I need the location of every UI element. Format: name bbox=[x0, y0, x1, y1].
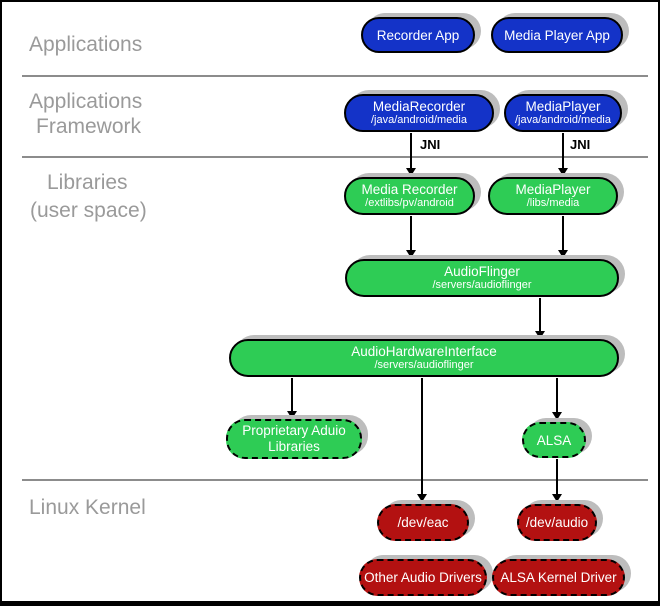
divider-applications-framework bbox=[22, 75, 648, 77]
node-path: /servers/audioflinger bbox=[432, 279, 532, 291]
node-audio-hardware-interface: AudioHardwareInterface /servers/audiofli… bbox=[229, 339, 619, 377]
node-proprietary-audio-libraries: Proprietary Aduio Libraries bbox=[226, 419, 362, 459]
arrow-ahi-to-proprietary bbox=[286, 378, 298, 419]
layer-label-applications: Applications bbox=[29, 33, 143, 56]
jni-label-left: JNI bbox=[420, 137, 441, 152]
arrow-ahi-to-dev-eac bbox=[416, 378, 428, 502]
node-path: /java/android/media bbox=[514, 114, 611, 126]
layer-label-libraries-line1: Libraries bbox=[47, 171, 128, 194]
node-recorder-app: Recorder App bbox=[361, 17, 475, 53]
node-alsa: ALSA bbox=[522, 422, 586, 458]
node-dev-audio: /dev/audio bbox=[517, 504, 597, 541]
node-label: MediaRecorder bbox=[372, 99, 466, 114]
arrow-alsa-to-dev-audio bbox=[551, 459, 563, 502]
node-media-recorder-library: Media Recorder /extlibs/pv/android bbox=[344, 177, 475, 215]
node-label: /dev/audio bbox=[525, 515, 589, 530]
node-label: MediaPlayer bbox=[525, 99, 601, 114]
node-path: /libs/media bbox=[526, 197, 580, 209]
node-audio-flinger: AudioFlinger /servers/audioflinger bbox=[345, 259, 619, 297]
node-dev-eac: /dev/eac bbox=[377, 504, 469, 541]
node-label: AudioHardwareInterface bbox=[351, 344, 497, 359]
node-media-player-app: Media Player App bbox=[491, 17, 623, 53]
node-label: MediaPlayer bbox=[515, 182, 591, 197]
layer-label-framework-line1: Applications bbox=[29, 90, 143, 113]
node-path: /servers/audioflinger bbox=[374, 359, 474, 371]
node-label: Proprietary Aduio Libraries bbox=[242, 423, 346, 454]
arrow-mediaplayer-to-audioflinger bbox=[557, 216, 569, 258]
arrow-audioflinger-to-ahi bbox=[534, 298, 546, 339]
node-label: ALSA bbox=[536, 432, 572, 448]
node-label: Media Player App bbox=[504, 27, 610, 43]
node-media-player-framework: MediaPlayer /java/android/media bbox=[504, 94, 622, 132]
arrow-mediarecorder-jni bbox=[405, 133, 417, 176]
node-other-audio-drivers: Other Audio Drivers bbox=[359, 559, 487, 596]
node-label: ALSA Kernel Driver bbox=[500, 570, 617, 585]
node-label: Media Recorder bbox=[361, 182, 458, 197]
node-alsa-kernel-driver: ALSA Kernel Driver bbox=[492, 559, 625, 596]
layer-label-linux-kernel: Linux Kernel bbox=[29, 496, 146, 519]
arrow-mediarecorder-to-audioflinger bbox=[405, 216, 417, 258]
node-label: Other Audio Drivers bbox=[364, 570, 482, 585]
layer-label-libraries-line2: (user space) bbox=[30, 199, 147, 222]
jni-label-right: JNI bbox=[570, 137, 591, 152]
node-path: /java/android/media bbox=[370, 114, 467, 126]
arrow-ahi-to-alsa bbox=[551, 378, 563, 420]
arrow-mediaplayer-jni bbox=[557, 133, 569, 176]
node-label: Recorder App bbox=[376, 27, 460, 43]
node-label: /dev/eac bbox=[397, 515, 449, 530]
node-media-player-library: MediaPlayer /libs/media bbox=[488, 177, 618, 215]
divider-libraries-kernel bbox=[22, 479, 648, 481]
node-label: AudioFlinger bbox=[444, 264, 520, 279]
divider-framework-libraries bbox=[22, 156, 648, 158]
layer-label-framework-line2: Framework bbox=[36, 115, 142, 138]
node-media-recorder-framework: MediaRecorder /java/android/media bbox=[344, 94, 494, 132]
node-path: /extlibs/pv/android bbox=[365, 197, 454, 209]
